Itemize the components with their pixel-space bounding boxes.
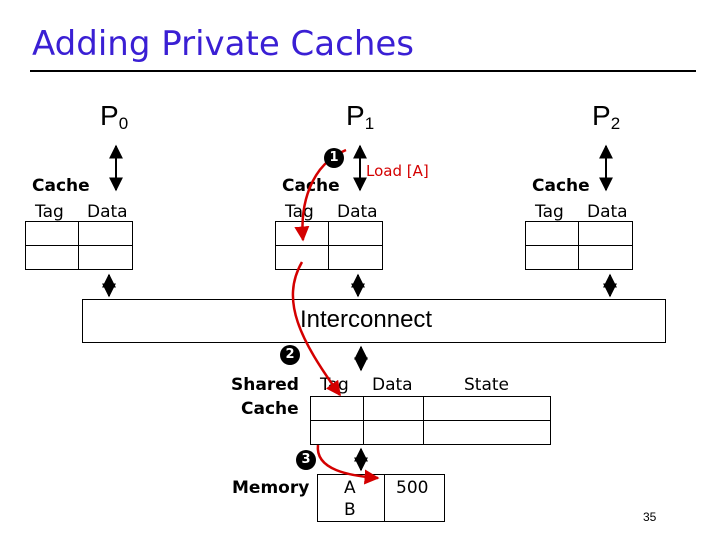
memory-value-cell: [384, 474, 445, 522]
interconnect-bus: [82, 299, 666, 343]
load-request-path-3: [316, 444, 380, 485]
cache-p1-data-header: Data: [337, 202, 378, 222]
shared-cache-label-line2: Cache: [241, 399, 299, 419]
memory-address-a: A: [344, 478, 356, 498]
interconnect-label: Interconnect: [300, 306, 433, 333]
step-2-marker: 2: [280, 345, 300, 365]
shared-cache-state-header: State: [464, 375, 509, 395]
cache-p1-tag-header: Tag: [285, 202, 314, 222]
page-number: 35: [643, 510, 657, 524]
memory-address-b: B: [344, 500, 356, 520]
cache-p1-data-cell: [328, 245, 383, 270]
processor-p0: P0: [100, 100, 128, 134]
processor-p1-index: 1: [364, 114, 375, 133]
memory-label: Memory: [232, 478, 310, 498]
slide-title: Adding Private Caches: [32, 24, 415, 64]
shared-cache-state-cell: [423, 420, 551, 445]
cache-p0-data-cell: [78, 245, 133, 270]
cache-p2-tag-header: Tag: [535, 202, 564, 222]
memory-value-a: 500: [396, 478, 429, 498]
processor-p1: P1: [346, 100, 374, 134]
load-request-label: Load [A]: [366, 162, 429, 180]
processor-p1-label: P: [346, 100, 365, 131]
shared-cache-data-header: Data: [372, 375, 413, 395]
cache-p0-data-header: Data: [87, 202, 128, 222]
step-1-marker: 1: [324, 148, 344, 168]
cache-p2-label: Cache: [532, 176, 590, 196]
processor-p0-label: P: [100, 100, 119, 131]
processor-p2-index: 2: [610, 114, 621, 133]
load-request-path-2: [291, 261, 342, 397]
processor-p0-index: 0: [118, 114, 129, 133]
cache-p2-data-cell: [578, 245, 633, 270]
cache-p0-label: Cache: [32, 176, 90, 196]
step-3-marker: 3: [296, 450, 316, 470]
processor-p2: P2: [592, 100, 620, 134]
cache-p0-tag-header: Tag: [35, 202, 64, 222]
cache-p2-data-header: Data: [587, 202, 628, 222]
shared-cache-label-line1: Shared: [231, 375, 299, 395]
title-underline: [30, 70, 696, 72]
processor-p2-label: P: [592, 100, 611, 131]
